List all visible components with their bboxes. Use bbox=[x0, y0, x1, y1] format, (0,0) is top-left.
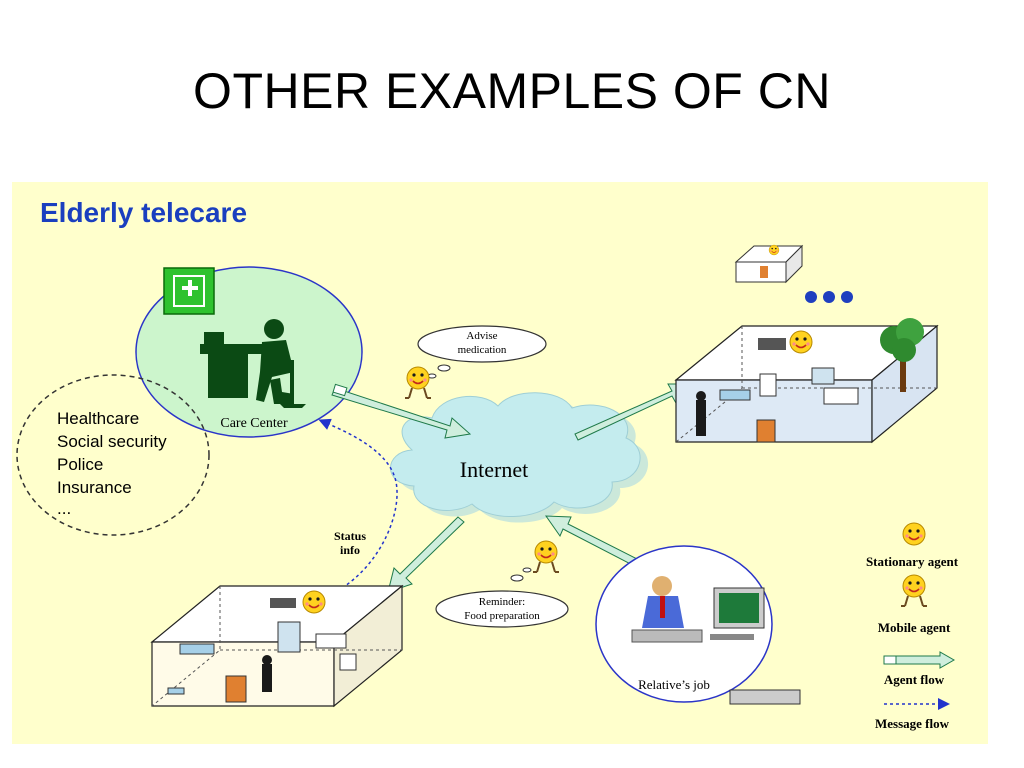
legend: Stationary agent Mobile agent Agent flow… bbox=[866, 522, 959, 731]
house-bottom-left bbox=[150, 584, 404, 708]
service-item: Insurance bbox=[57, 478, 132, 497]
house-top-right bbox=[674, 318, 939, 444]
status-info-line: info bbox=[340, 543, 360, 557]
legend-agent-flow: Agent flow bbox=[884, 672, 945, 687]
service-item: ... bbox=[57, 499, 71, 518]
more-dots bbox=[805, 291, 853, 303]
care-center-worker-icon bbox=[200, 319, 306, 408]
agent-flow-arrows bbox=[331, 383, 696, 593]
service-item: Healthcare bbox=[57, 409, 139, 428]
advise-bubble: Advise medication bbox=[417, 325, 547, 379]
reminder-bubble: Reminder: Food preparation bbox=[435, 567, 569, 628]
slide-title: OTHER EXAMPLES OF CN bbox=[193, 63, 831, 119]
reminder-bubble-line: Food preparation bbox=[464, 610, 540, 622]
status-info-line: Status bbox=[334, 529, 366, 543]
legend-mobile-agent: Mobile agent bbox=[878, 620, 951, 635]
relatives-job-label: Relative’s job bbox=[638, 677, 710, 692]
internet-label: Internet bbox=[460, 457, 528, 482]
services-group: Healthcare Social security Police Insura… bbox=[16, 374, 210, 536]
service-item: Police bbox=[57, 455, 103, 474]
agent-flow-legend-arrow bbox=[883, 651, 956, 669]
reminder-bubble-line: Reminder: bbox=[479, 596, 525, 608]
care-center-label: Care Center bbox=[220, 416, 288, 431]
relatives-job: Relative’s job bbox=[595, 545, 801, 705]
medical-icon bbox=[163, 267, 215, 315]
service-item: Social security bbox=[57, 432, 167, 451]
telecare-diagram: Elderly telecare Care Center Healthcare … bbox=[12, 182, 988, 744]
stationary-agent-icon bbox=[902, 522, 926, 546]
legend-message-flow: Message flow bbox=[875, 716, 950, 731]
legend-stationary-agent: Stationary agent bbox=[866, 554, 959, 569]
advise-bubble-line: Advise bbox=[466, 330, 497, 342]
diagram-heading: Elderly telecare bbox=[40, 197, 247, 228]
advise-bubble-line: medication bbox=[458, 344, 507, 356]
small-house-icon bbox=[734, 244, 804, 284]
